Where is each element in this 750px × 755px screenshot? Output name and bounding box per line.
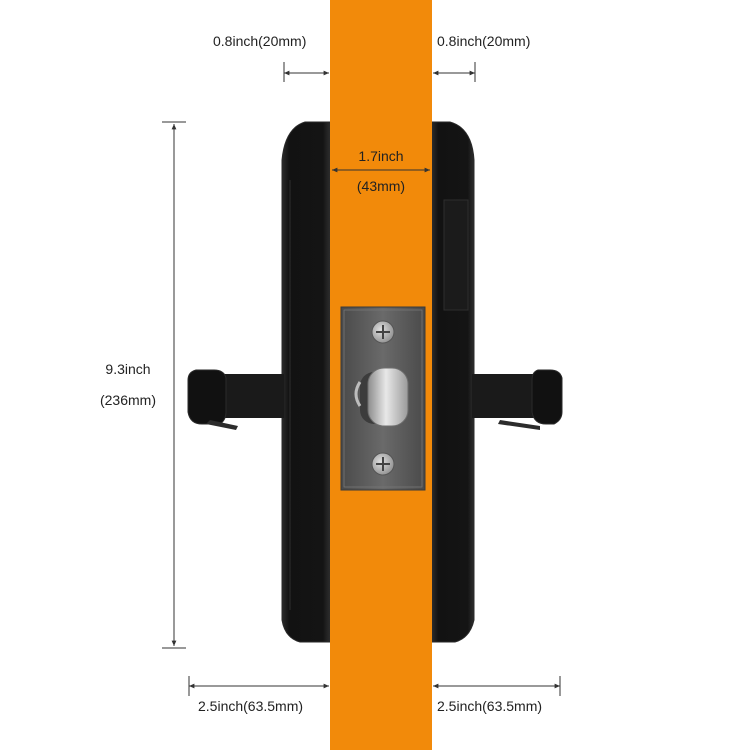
left-lever-handle — [187, 369, 284, 430]
phillips-screw-icon — [371, 452, 395, 476]
top-left-depth-label: 0.8inch(20mm) — [213, 33, 307, 49]
door-thickness-inch-label: 1.7inch — [358, 148, 404, 164]
height-mm-label: (236mm) — [99, 392, 156, 408]
phillips-screw-icon — [371, 320, 395, 344]
top-right-depth-label: 0.8inch(20mm) — [437, 33, 531, 49]
height-inch-label: 9.3inch — [105, 361, 151, 377]
door-thickness-mm-label: (43mm) — [356, 178, 406, 194]
bottom-right-lever-label: 2.5inch(63.5mm) — [437, 698, 543, 714]
latch-bolt-icon — [354, 367, 409, 427]
keypad-edge-panel — [443, 199, 469, 311]
right-lever-handle — [472, 369, 563, 430]
lock-body-left — [281, 121, 331, 643]
bottom-left-lever-label: 2.5inch(63.5mm) — [198, 698, 304, 714]
dimension-lines — [162, 62, 561, 696]
lock-body-right — [431, 121, 475, 643]
